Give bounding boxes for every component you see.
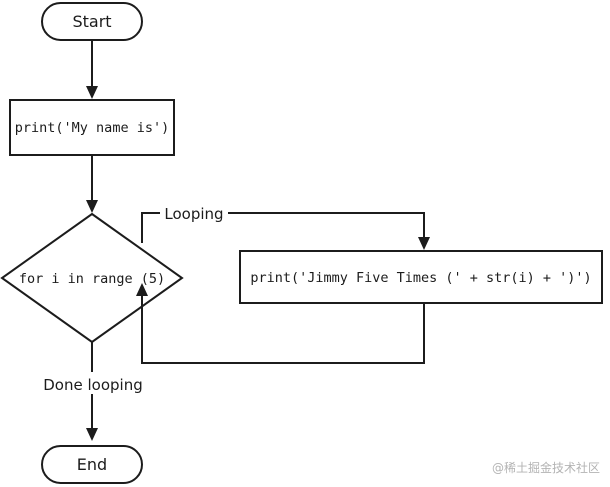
arrow-loop-back <box>136 283 425 364</box>
print-name-label: print('My name is') <box>15 120 169 136</box>
watermark-text: @稀土掘金技术社区 <box>492 460 600 475</box>
done-looping-edge-label: Done looping <box>43 376 142 394</box>
print-jimmy-label: print('Jimmy Five Times (' + str(i) + ')… <box>250 270 591 286</box>
print-jimmy-node: print('Jimmy Five Times (' + str(i) + ')… <box>239 250 603 304</box>
loop-decision-label: for i in range (5) <box>19 271 165 287</box>
start-label: Start <box>72 12 111 31</box>
arrow-print-to-decision <box>86 155 98 213</box>
arrow-looping: Looping <box>141 205 430 250</box>
looping-edge-label: Looping <box>164 205 223 223</box>
end-label: End <box>77 455 107 474</box>
start-node: Start <box>41 2 143 41</box>
loop-decision-node: for i in range (5) <box>0 212 184 344</box>
arrow-start-to-print <box>86 40 98 99</box>
arrow-done-looping: Done looping <box>43 342 143 441</box>
end-node: End <box>41 445 143 484</box>
print-name-node: print('My name is') <box>9 99 175 156</box>
